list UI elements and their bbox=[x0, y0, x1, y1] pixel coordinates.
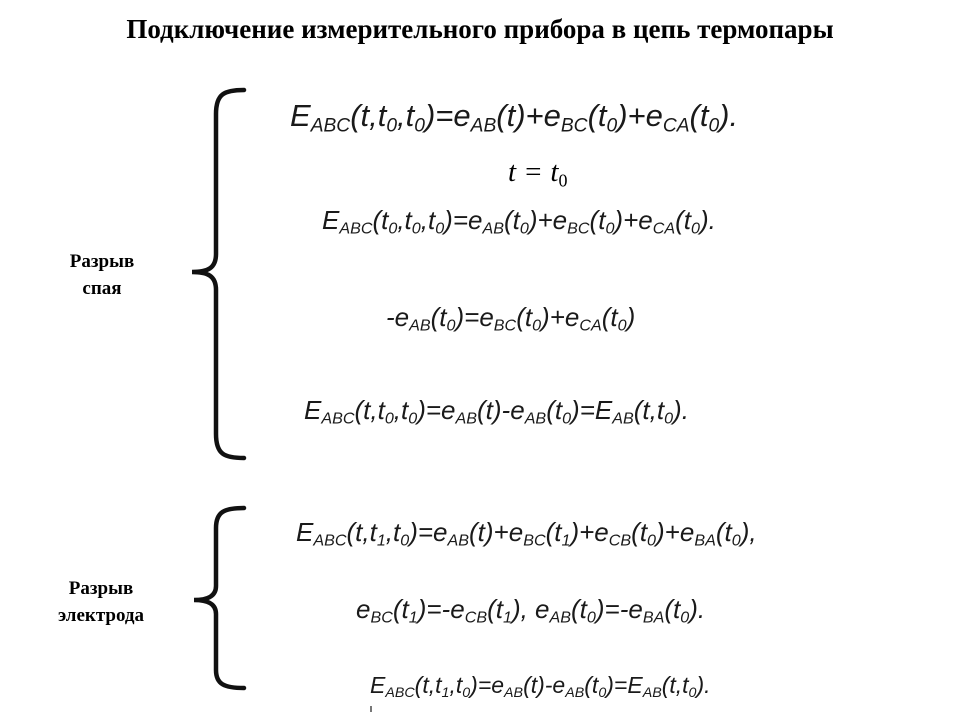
curly-brace bbox=[191, 87, 247, 461]
equation: EABC(t,t0,t0)=eAB(t)+eBC(t0)+eCA(t0). bbox=[290, 98, 739, 137]
stray-mark bbox=[370, 706, 372, 712]
section-label-line: Разрыв bbox=[68, 578, 134, 599]
section-label-junction-break: Разрыв спая bbox=[52, 248, 152, 302]
section-label-line: спая bbox=[82, 278, 122, 299]
section-label-electrode-break: Разрыв электрода bbox=[36, 575, 166, 629]
section-label-line: электрода bbox=[57, 605, 145, 626]
curly-brace bbox=[193, 505, 247, 691]
equation: EABC(t,t1,t0)=eAB(t)-eAB(t0)=EAB(t,t0). bbox=[370, 672, 711, 701]
equation: eBC(t1)=-eCB(t1), eAB(t0)=-eBA(t0). bbox=[356, 594, 706, 627]
equation: EABC(t0,t0,t0)=eAB(t0)+eBC(t0)+eCA(t0). bbox=[322, 205, 716, 238]
equation: t=t0 bbox=[508, 156, 568, 191]
section-label-line: Разрыв bbox=[69, 251, 135, 272]
page-title: Подключение измерительного прибора в цеп… bbox=[126, 14, 834, 44]
equation: EABC(t,t0,t0)=eAB(t)-eAB(t0)=EAB(t,t0). bbox=[304, 395, 689, 428]
equation: -eAB(t0)=eBC(t0)+eCA(t0) bbox=[386, 302, 636, 335]
equation: EABC(t,t1,t0)=eAB(t)+eBC(t1)+eCB(t0)+eBA… bbox=[296, 517, 757, 550]
